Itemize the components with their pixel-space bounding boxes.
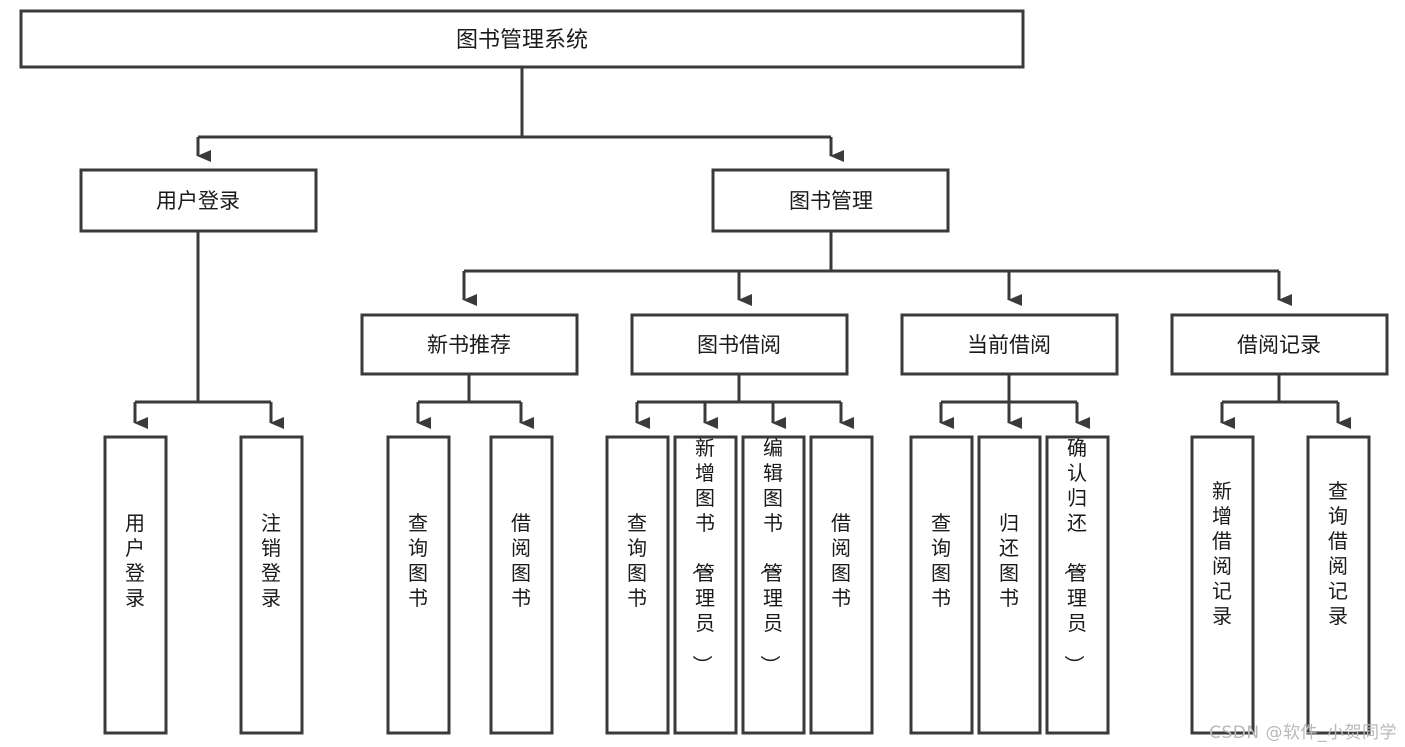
level1-label-user-login: 用户登录	[156, 189, 240, 213]
connector-group-borrow-record-children	[1220, 374, 1351, 429]
leaf-node-new-book-borrow[interactable]: 借阅图书	[489, 435, 554, 735]
level1-label-book-management: 图书管理	[789, 189, 873, 213]
connector-group-book-manage-children	[462, 231, 1292, 306]
leaf-box[interactable]	[1190, 435, 1255, 735]
level2-label-book-borrow: 图书借阅	[697, 333, 781, 357]
leaf-label-borrow-book: 借阅图书	[831, 511, 851, 610]
root-box[interactable]	[19, 9, 1025, 69]
level2-label-new-book-recommend: 新书推荐	[427, 333, 511, 357]
leaf-label-query-book: 查询图书	[627, 511, 647, 610]
leaf-node-borrow-query-book[interactable]: 查询图书	[605, 435, 670, 735]
leaf-box[interactable]	[673, 435, 738, 735]
leaf-box[interactable]	[103, 435, 168, 735]
leaf-node-user-login-login[interactable]: 用户登录	[103, 435, 168, 735]
leaf-box[interactable]	[809, 435, 874, 735]
level2-box-current-borrow[interactable]	[900, 313, 1119, 376]
leaf-label-confirm-return-admin: 确认归还（管理员）	[1062, 436, 1087, 675]
leaf-box[interactable]	[1045, 435, 1110, 735]
leaf-node-borrow-add-book[interactable]: 新增图书（管理员）	[673, 435, 738, 735]
leaf-node-user-login-logout[interactable]: 注销登录	[239, 435, 304, 735]
leaf-node-current-return-book[interactable]: 归还图书	[977, 435, 1042, 735]
leaf-label-add-book-admin: 新增图书（管理员）	[690, 436, 715, 675]
leaf-node-record-query[interactable]: 查询借阅记录	[1306, 435, 1371, 735]
leaf-label-query-borrow-record: 查询借阅记录	[1328, 479, 1348, 628]
level2-box-borrow-record[interactable]	[1170, 313, 1389, 376]
level2-box-new-book-recommend[interactable]	[360, 313, 579, 376]
leaf-box[interactable]	[977, 435, 1042, 735]
csdn-watermark: CSDN @软件_小贺同学	[1209, 723, 1397, 743]
leaf-node-current-confirm-return[interactable]: 确认归还（管理员）	[1045, 435, 1110, 735]
leaf-node-borrow-borrow-book[interactable]: 借阅图书	[809, 435, 874, 735]
node-level2-borrow-record[interactable]: 借阅记录	[1170, 313, 1389, 376]
node-root-book-management-system[interactable]: 图书管理系统	[19, 9, 1025, 69]
leaf-label-return-book: 归还图书	[999, 511, 1019, 610]
node-level2-book-borrow[interactable]: 图书借阅	[630, 313, 849, 376]
leaf-label-add-borrow-record: 新增借阅记录	[1212, 479, 1232, 628]
leaf-box[interactable]	[489, 435, 554, 735]
level1-box-user-login[interactable]	[79, 168, 318, 233]
leaf-box[interactable]	[386, 435, 451, 735]
level2-label-borrow-record: 借阅记录	[1237, 333, 1321, 357]
leaf-box[interactable]	[239, 435, 304, 735]
leaf-label-user-login: 用户登录	[125, 511, 145, 610]
leaf-box[interactable]	[741, 435, 806, 735]
connector-group-root-to-level1	[196, 67, 844, 162]
level2-label-current-borrow: 当前借阅	[967, 333, 1051, 357]
node-level2-current-borrow[interactable]: 当前借阅	[900, 313, 1119, 376]
leaf-node-new-book-query[interactable]: 查询图书	[386, 435, 451, 735]
node-level1-user-login[interactable]: 用户登录	[79, 168, 318, 233]
node-level1-book-management[interactable]: 图书管理	[711, 168, 950, 233]
leaf-node-current-query-book[interactable]: 查询图书	[909, 435, 974, 735]
leaf-label-logout: 注销登录	[261, 511, 281, 610]
connector-group-book-borrow-children	[635, 374, 854, 429]
connector-group-user-login-children	[133, 231, 284, 429]
level2-box-book-borrow[interactable]	[630, 313, 849, 376]
leaf-box[interactable]	[909, 435, 974, 735]
leaf-box[interactable]	[1306, 435, 1371, 735]
leaf-label-borrow-book: 借阅图书	[511, 511, 531, 610]
leaf-label-query-book: 查询图书	[931, 511, 951, 610]
connector-group-current-borrow-children	[939, 374, 1090, 429]
node-level2-new-book-recommend[interactable]: 新书推荐	[360, 313, 579, 376]
level1-box-book-management[interactable]	[711, 168, 950, 233]
leaf-label-query-book: 查询图书	[408, 511, 428, 610]
root-label: 图书管理系统	[456, 28, 588, 53]
leaf-box[interactable]	[605, 435, 670, 735]
leaf-node-borrow-edit-book[interactable]: 编辑图书（管理员）	[741, 435, 806, 735]
leaf-label-edit-book-admin: 编辑图书（管理员）	[758, 436, 783, 675]
leaf-node-record-add[interactable]: 新增借阅记录	[1190, 435, 1255, 735]
connector-group-new-book-children	[416, 374, 534, 429]
